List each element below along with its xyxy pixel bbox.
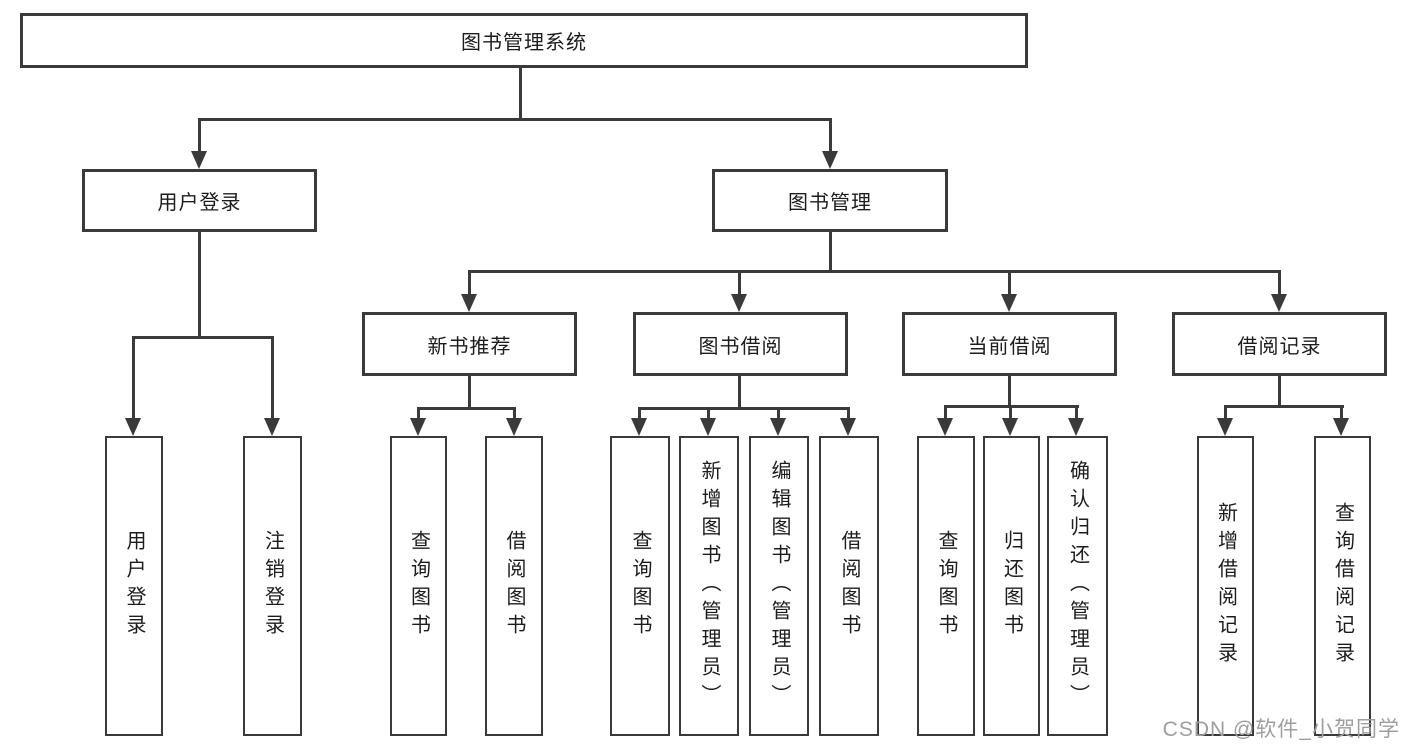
leaf-cb-return-books-label: 归还图书: [1000, 530, 1023, 642]
node-book-borrow: 图书借阅: [633, 312, 848, 376]
connector-root-drop-right: [829, 118, 832, 153]
connector-br-drop-1: [1224, 405, 1227, 420]
connector-book-borrow-branch: [638, 407, 850, 410]
connector-cb-drop-2: [1009, 405, 1012, 420]
connector-bb-drop-1: [638, 407, 641, 420]
arrow-to-leaf-user-login: [125, 418, 141, 436]
leaf-cb-query-books-label: 查询图书: [935, 530, 957, 642]
node-user-login-label: 用户登录: [157, 192, 242, 214]
node-book-management-label: 图书管理: [788, 192, 872, 214]
leaf-nb-query-books-label: 查询图书: [407, 530, 430, 642]
connector-root-branch: [198, 118, 832, 121]
arrow-bb-edit-books: [770, 418, 786, 436]
connector-new-book-drop-1: [417, 407, 420, 420]
arrow-bb-add-books: [700, 418, 716, 436]
connector-drop-book-borrow: [738, 270, 741, 294]
arrow-br-add-record: [1217, 418, 1233, 436]
connector-drop-borrow-record: [1278, 270, 1281, 294]
connector-bb-drop-2: [707, 407, 710, 420]
connector-drop-new-book: [468, 270, 471, 294]
arrow-to-new-book: [461, 294, 477, 312]
node-current-borrow: 当前借阅: [902, 312, 1117, 376]
connector-user-login-branch: [132, 336, 274, 339]
connector-user-login-drop-1: [132, 336, 135, 420]
leaf-cb-return-books: 归还图书: [983, 436, 1040, 736]
connector-user-login-drop-2: [271, 336, 274, 420]
connector-new-book-stem: [468, 376, 471, 407]
connector-borrow-record-branch: [1224, 405, 1344, 408]
node-borrow-records: 借阅记录: [1172, 312, 1387, 376]
connector-user-login-stem: [198, 232, 201, 336]
connector-borrow-record-stem: [1278, 376, 1281, 405]
arrow-cb-return-books: [1002, 418, 1018, 436]
arrow-to-user-login: [191, 151, 207, 169]
arrow-to-borrow-record: [1271, 294, 1287, 312]
node-new-book-recommend: 新书推荐: [362, 312, 577, 376]
node-borrow-records-label: 借阅记录: [1237, 335, 1322, 358]
connector-new-book-drop-2: [513, 407, 516, 420]
leaf-nb-borrow-books: 借阅图书: [485, 436, 543, 736]
connector-bb-drop-4: [847, 407, 850, 420]
leaf-logout-label: 注销登录: [261, 530, 284, 642]
leaf-cb-confirm-return-admin-label: 确认归还（管理员）: [1066, 460, 1089, 712]
leaf-bb-edit-books-admin: 编辑图书（管理员）: [749, 436, 809, 736]
leaf-logout: 注销登录: [243, 436, 302, 736]
arrow-to-book-borrow: [731, 294, 747, 312]
arrow-to-current-borrow: [1001, 294, 1017, 312]
leaf-nb-borrow-books-label: 借阅图书: [503, 530, 525, 642]
leaf-bb-borrow-books: 借阅图书: [819, 436, 879, 736]
arrow-cb-confirm-return: [1068, 418, 1084, 436]
arrow-nb-query-books: [410, 418, 426, 436]
node-new-book-recommend-label: 新书推荐: [427, 335, 512, 358]
arrow-br-query-record: [1333, 418, 1349, 436]
leaf-cb-query-books: 查询图书: [917, 436, 975, 736]
connector-book-borrow-stem: [738, 376, 741, 407]
leaf-bb-query-books: 查询图书: [610, 436, 670, 736]
leaf-bb-borrow-books-label: 借阅图书: [838, 530, 860, 642]
arrow-bb-query-books: [631, 418, 647, 436]
leaf-user-login-label: 用户登录: [123, 530, 145, 642]
arrow-to-leaf-logout: [264, 418, 280, 436]
connector-root-stem: [519, 68, 522, 118]
arrow-nb-borrow-books: [506, 418, 522, 436]
connector-drop-current-borrow: [1008, 270, 1011, 294]
leaf-user-login: 用户登录: [105, 436, 163, 736]
arrow-bb-borrow-books: [840, 418, 856, 436]
leaf-bb-add-books-admin-label: 新增图书（管理员）: [698, 460, 720, 712]
leaf-bb-edit-books-admin-label: 编辑图书（管理员）: [768, 460, 790, 712]
arrow-to-book-management: [822, 151, 838, 169]
connector-book-mgmt-stem: [829, 232, 832, 270]
leaf-br-query-record-label: 查询借阅记录: [1331, 502, 1354, 670]
leaf-br-add-record-label: 新增借阅记录: [1214, 502, 1237, 670]
node-book-borrow-label: 图书借阅: [698, 335, 783, 358]
leaf-bb-add-books-admin: 新增图书（管理员）: [679, 436, 739, 736]
arrow-cb-query-books: [937, 418, 953, 436]
connector-book-mgmt-branch: [468, 270, 1281, 273]
connector-current-borrow-stem: [1008, 376, 1011, 405]
leaf-nb-query-books: 查询图书: [390, 436, 447, 736]
node-user-login: 用户登录: [82, 169, 317, 232]
node-library-system-label: 图书管理系统: [461, 32, 587, 54]
connector-cb-drop-1: [944, 405, 947, 420]
connector-root-drop-left: [198, 118, 201, 153]
node-book-management: 图书管理: [712, 169, 948, 232]
leaf-cb-confirm-return-admin: 确认归还（管理员）: [1047, 436, 1108, 736]
connector-new-book-branch: [417, 407, 516, 410]
leaf-br-query-record: 查询借阅记录: [1314, 436, 1371, 736]
connector-bb-drop-3: [777, 407, 780, 420]
csdn-watermark: CSDN @软件_小贺同学: [1162, 718, 1400, 741]
leaf-bb-query-books-label: 查询图书: [629, 530, 651, 642]
connector-cb-drop-3: [1075, 405, 1078, 420]
node-library-system: 图书管理系统: [20, 13, 1028, 68]
connector-br-drop-2: [1340, 405, 1343, 420]
leaf-br-add-record: 新增借阅记录: [1197, 436, 1254, 736]
node-current-borrow-label: 当前借阅: [967, 335, 1052, 358]
